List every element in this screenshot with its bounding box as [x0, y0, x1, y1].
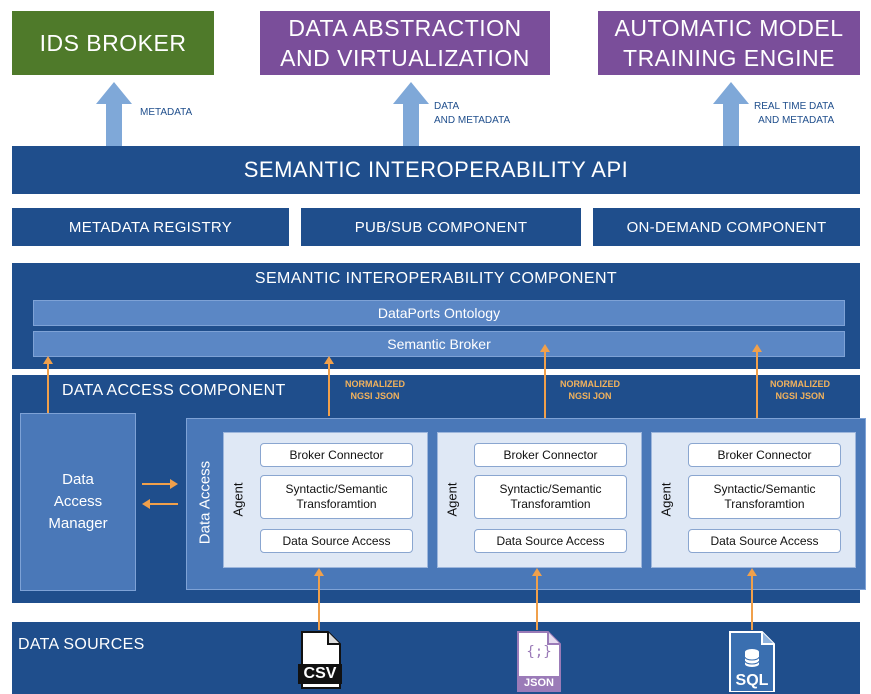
- data-arrow-label: DATA AND METADATA: [434, 101, 511, 126]
- data-access-manager-box: Data Access Manager: [20, 413, 136, 591]
- json-up-arrow: [532, 568, 542, 630]
- csv-up-arrow: [314, 568, 324, 630]
- ondemand-label: ON-DEMAND COMPONENT: [626, 218, 827, 236]
- training-engine-label: AUTOMATIC MODEL TRAINING ENGINE: [614, 15, 844, 71]
- data-access-vertical-label: Data Access: [196, 460, 214, 545]
- agent-label-1: Agent: [230, 482, 246, 517]
- data-source-access-2: Data Source Access: [474, 529, 627, 553]
- transformation-3: Syntactic/Semantic Transforamtion: [688, 475, 841, 519]
- semantic-api-title: SEMANTIC INTEROPERABILITY API: [243, 157, 629, 182]
- json-file-icon: {;} JSON: [514, 630, 562, 692]
- agent-label-3: Agent: [658, 482, 674, 517]
- agent-label-2: Agent: [444, 482, 460, 517]
- sql-up-arrow: [747, 568, 757, 630]
- broker-connector-3: Broker Connector: [688, 443, 841, 467]
- metadata-arrow-label: METADATA: [140, 107, 193, 118]
- json-label: JSON: [524, 677, 554, 689]
- pubsub-box: PUB/SUB COMPONENT: [301, 208, 581, 246]
- sql-label: SQL: [735, 672, 769, 689]
- semantic-broker-label: Semantic Broker: [387, 336, 491, 352]
- semantic-broker-bar: Semantic Broker: [33, 331, 845, 357]
- broker-connector-2: Broker Connector: [474, 443, 627, 467]
- agent2-up-arrow: [540, 344, 550, 420]
- normalized-label-3: NORMALIZED NGSI JSON: [770, 379, 830, 401]
- normalized-label-2: NORMALIZED NGSI JON: [560, 379, 620, 401]
- agent3-up-arrow: [752, 344, 762, 420]
- metadata-registry-box: METADATA REGISTRY: [12, 208, 289, 246]
- json-braces-icon: {;}: [526, 644, 552, 660]
- normalized-label-1: NORMALIZED NGSI JSON: [345, 379, 405, 401]
- csv-file-icon: CSV: [298, 630, 342, 690]
- realtime-up-arrow: [713, 82, 749, 146]
- transformation-2: Syntactic/Semantic Transforamtion: [474, 475, 627, 519]
- csv-label: CSV: [303, 665, 337, 682]
- manager-up-arrow: [43, 356, 53, 414]
- broker-connector-1: Broker Connector: [260, 443, 413, 467]
- realtime-arrow-label: REAL TIME DATA AND METADATA: [754, 101, 835, 126]
- agent1-up-arrow: [324, 356, 334, 416]
- data-abstraction-label: DATA ABSTRACTION AND VIRTUALIZATION: [280, 15, 530, 71]
- training-engine-box: AUTOMATIC MODEL TRAINING ENGINE: [598, 11, 860, 75]
- ids-broker-box: IDS BROKER: [12, 11, 214, 75]
- metadata-up-arrow: [96, 82, 132, 146]
- sql-file-icon: SQL: [726, 630, 776, 692]
- semantic-component-title: SEMANTIC INTEROPERABILITY COMPONENT: [254, 270, 618, 287]
- data-source-access-1: Data Source Access: [260, 529, 413, 553]
- transformation-1: Syntactic/Semantic Transforamtion: [260, 475, 413, 519]
- data-up-arrow: [393, 82, 429, 146]
- data-access-component-title: DATA ACCESS COMPONENT: [62, 382, 286, 399]
- data-sources-panel: [12, 622, 860, 694]
- data-source-access-3: Data Source Access: [688, 529, 841, 553]
- data-sources-title: DATA SOURCES: [18, 636, 145, 653]
- ondemand-box: ON-DEMAND COMPONENT: [593, 208, 860, 246]
- manager-exchange-arrows: [142, 479, 178, 509]
- ontology-label: DataPorts Ontology: [377, 305, 501, 321]
- data-access-manager-label: Data Access Manager: [48, 471, 108, 532]
- pubsub-label: PUB/SUB COMPONENT: [354, 218, 528, 236]
- data-access-vertical-label-wrap: Data Access: [186, 418, 224, 590]
- semantic-api-bar: SEMANTIC INTEROPERABILITY API: [12, 146, 860, 194]
- ontology-bar: DataPorts Ontology: [33, 300, 845, 326]
- metadata-registry-label: METADATA REGISTRY: [68, 218, 233, 236]
- ids-broker-label: IDS BROKER: [39, 30, 187, 56]
- data-abstraction-box: DATA ABSTRACTION AND VIRTUALIZATION: [260, 11, 550, 75]
